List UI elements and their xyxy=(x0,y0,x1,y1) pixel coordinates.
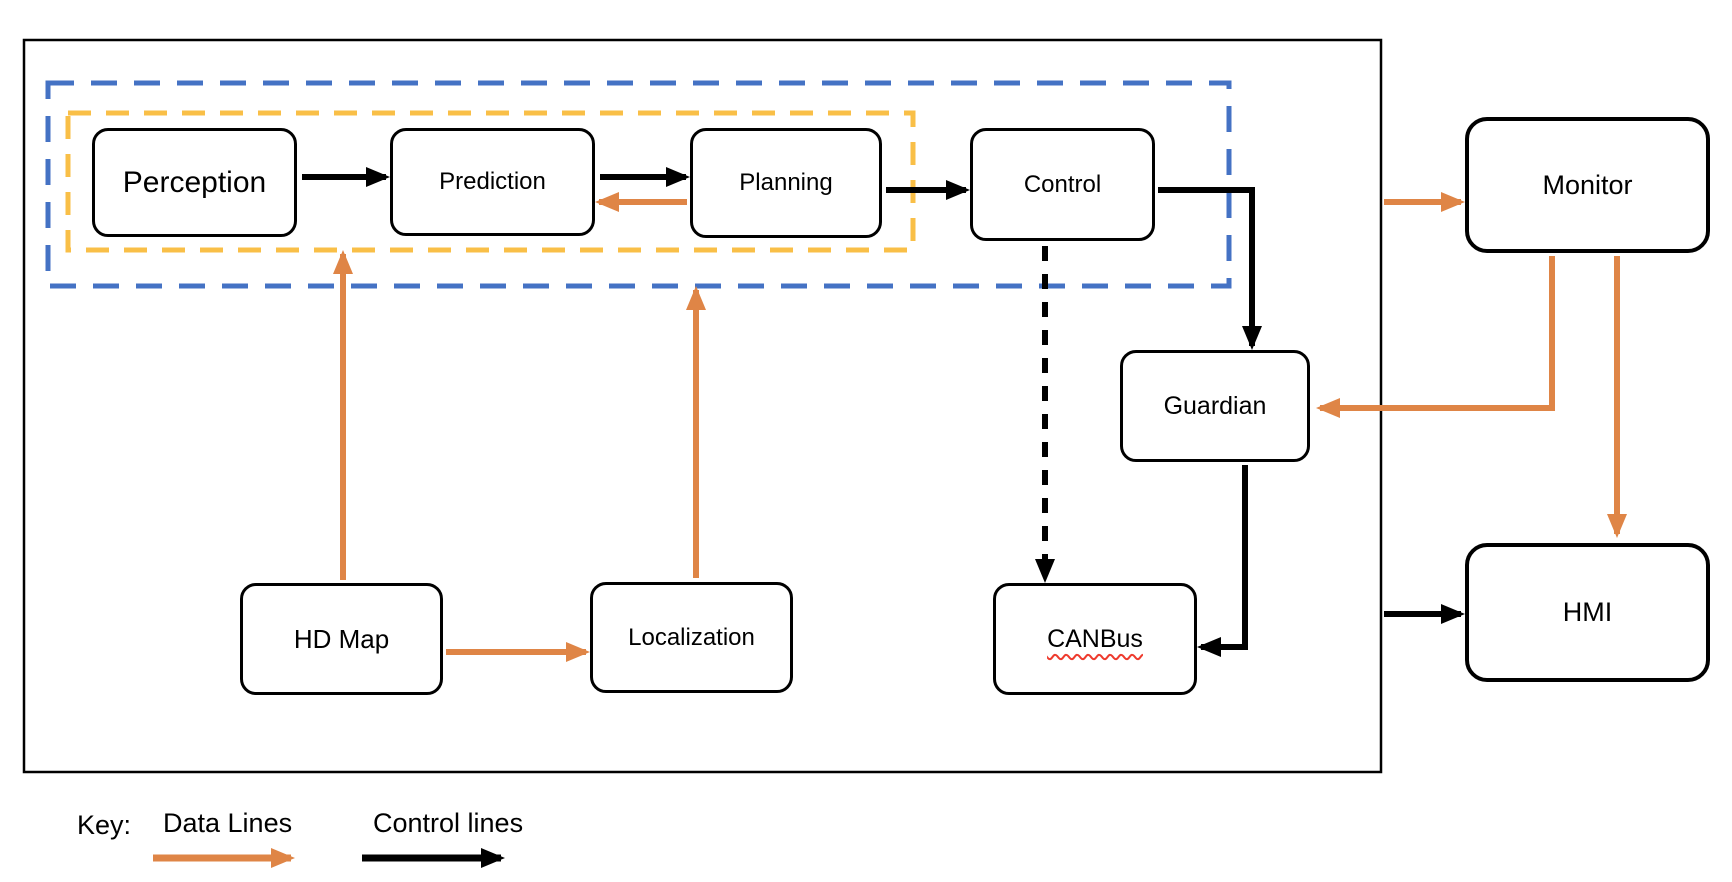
node-planning: Planning xyxy=(690,128,882,238)
node-canbus-label: CANBus xyxy=(1047,624,1143,653)
node-localization: Localization xyxy=(590,582,793,693)
node-control: Control xyxy=(970,128,1155,241)
node-guardian: Guardian xyxy=(1120,350,1310,462)
node-monitor-label: Monitor xyxy=(1542,169,1633,200)
node-control-label: Control xyxy=(1023,170,1102,198)
inner-group-dashed-box xyxy=(45,80,1232,289)
node-localization-label: Localization xyxy=(628,623,755,651)
node-perception-label: Perception xyxy=(122,165,267,199)
node-monitor: Monitor xyxy=(1465,117,1710,253)
node-guardian-label: Guardian xyxy=(1163,391,1267,420)
arrow-monitor-to-guardian xyxy=(1316,256,1555,418)
node-hd-map-label: HD Map xyxy=(293,623,390,654)
node-hd-map: HD Map xyxy=(240,583,443,695)
arrow-guardian-to-canbus xyxy=(1197,465,1248,657)
key-title: Key: xyxy=(77,810,132,840)
node-planning-label: Planning xyxy=(739,169,833,196)
node-hmi: HMI xyxy=(1465,543,1710,682)
node-hmi-label: HMI xyxy=(1562,597,1613,627)
key-control-lines-label: Control lines xyxy=(373,808,524,838)
node-perception: Perception xyxy=(92,128,297,237)
pipeline-group-dashed-box xyxy=(65,110,916,253)
arrow-control-to-guardian xyxy=(1158,187,1262,350)
node-canbus: CANBus xyxy=(993,583,1197,695)
key-data-lines-label: Data Lines xyxy=(163,808,293,838)
node-prediction-label: Prediction xyxy=(439,168,546,195)
node-prediction: Prediction xyxy=(390,128,595,236)
